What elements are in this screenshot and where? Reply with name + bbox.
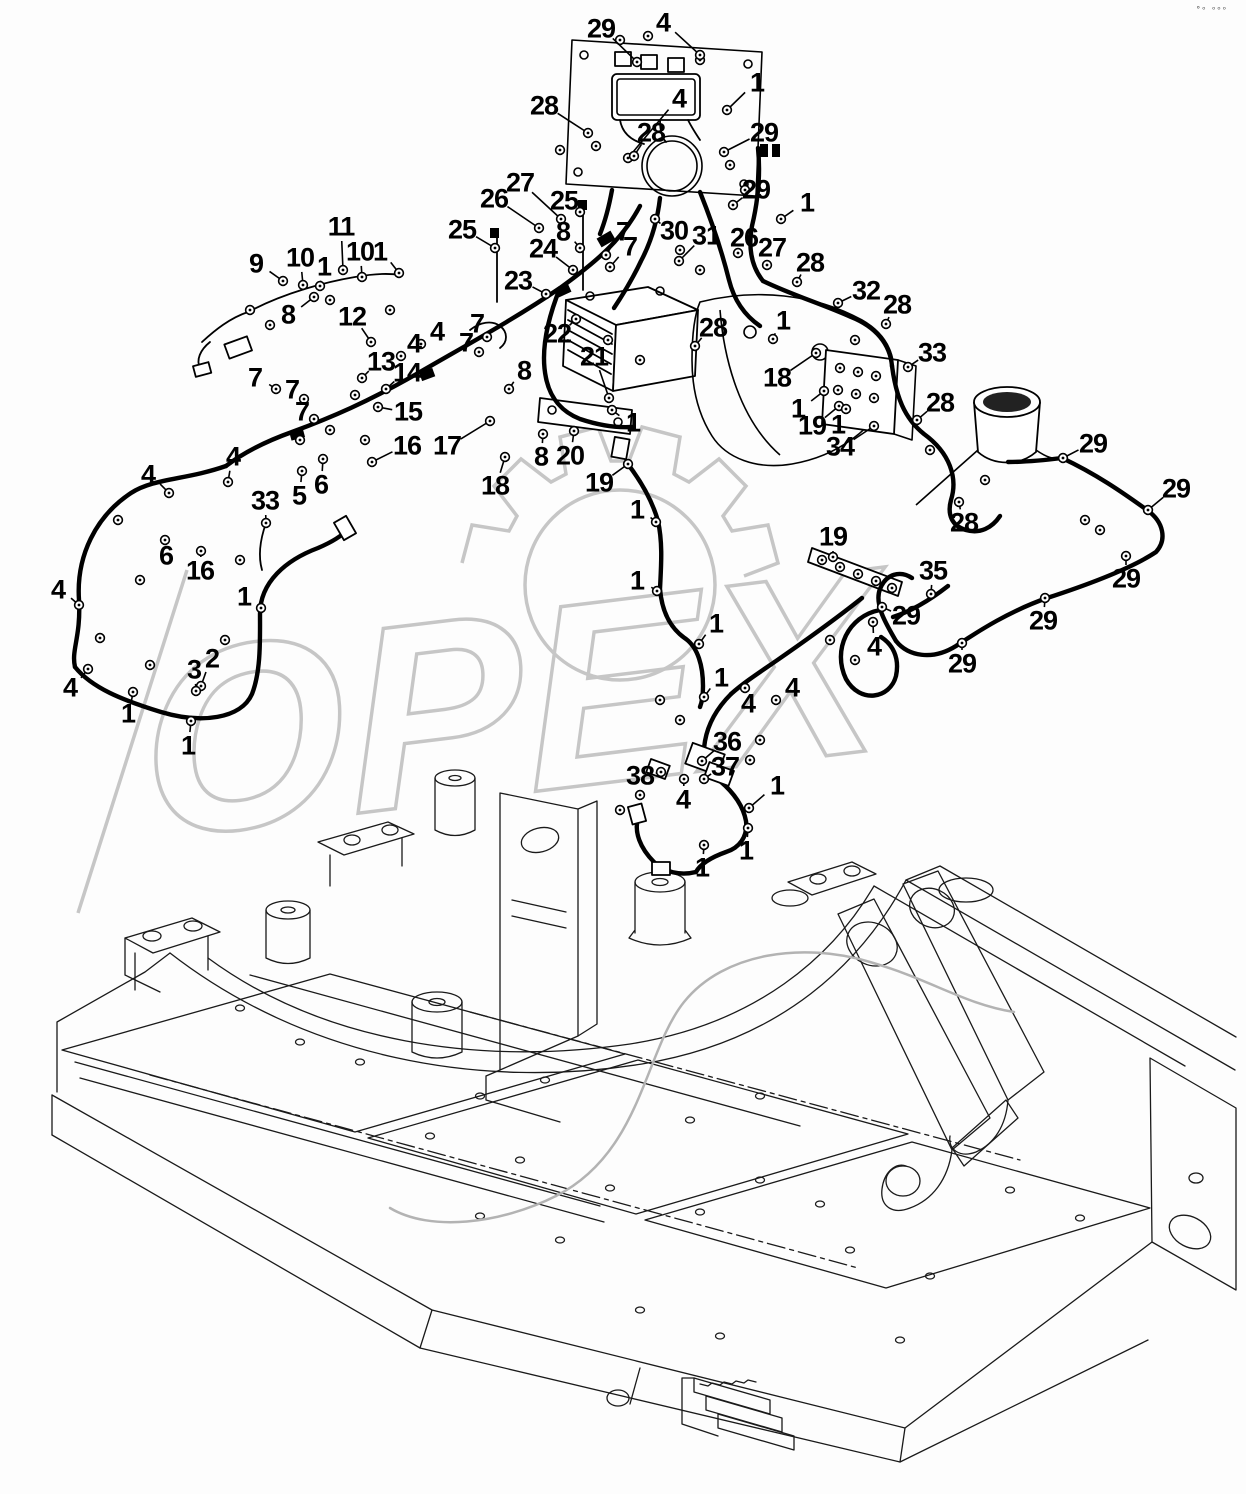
- opex-watermark: OPEX: [76, 424, 900, 914]
- hydraulic-tank: [691, 293, 895, 467]
- control-panel-assembly: [565, 39, 763, 197]
- leader-lines: [70, 31, 1164, 855]
- junction-box: [821, 349, 917, 441]
- connectors: [192, 144, 780, 876]
- wire-harness: [71, 145, 1165, 876]
- gauge-dial: [641, 135, 703, 197]
- harness-routing-ghost: [388, 951, 1016, 1224]
- relay-box: [611, 73, 701, 121]
- corner-mark: °ᵒ ᵒᵒᵒ: [1196, 5, 1228, 14]
- horn: [915, 386, 1063, 506]
- battery: [562, 286, 699, 392]
- upper-frame-drawing: [51, 769, 1237, 1463]
